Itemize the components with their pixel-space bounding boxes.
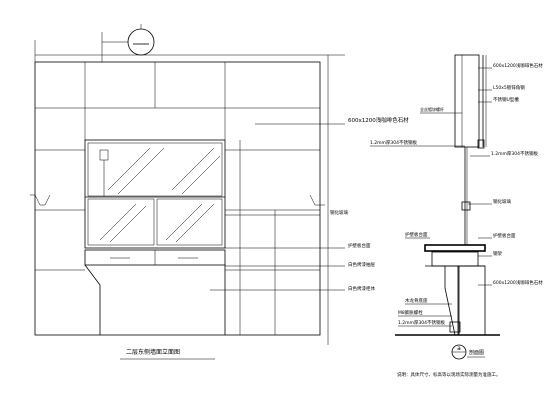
elevation-view: 600x1200浅咖啡色石材 钢化玻璃 护壁板台面 白色烤漆抽屉 白色烤漆柜体 … bbox=[30, 24, 409, 360]
section-title: 剖面图 bbox=[469, 349, 484, 356]
wall-outline bbox=[34, 61, 321, 336]
lower-glass-panel-right bbox=[156, 198, 223, 246]
label-stone-panel: 600x1200浅咖啡色石材 bbox=[348, 116, 409, 124]
sec-label-plate-top-right: 1.2mm厚304不锈钢板 bbox=[491, 150, 539, 157]
lower-glass-panel-left bbox=[87, 198, 155, 246]
drawer-section bbox=[431, 251, 479, 267]
label-apron: 护壁板台面 bbox=[348, 242, 371, 249]
display-cabinet bbox=[84, 139, 226, 249]
label-glass: 钢化玻璃 bbox=[330, 209, 348, 216]
section-leaders bbox=[370, 67, 492, 327]
section-view: 600x1200浅咖啡色石材 L50x5镀锌角钢 不锈钢U型槽 全丝镀锌螺杆 1… bbox=[370, 54, 543, 378]
section-marker-letter: a bbox=[457, 345, 461, 352]
sec-label-plate-top: 1.2mm厚304不锈钢板 bbox=[370, 139, 418, 146]
upper-glass-panel bbox=[87, 142, 223, 197]
section-note: 说明：具体尺寸、标高等以现场实际测量为准施工。 bbox=[397, 371, 501, 378]
sec-label-stone: 600x1200浅咖啡色石材 bbox=[493, 62, 543, 69]
sec-label-bolt: M8膨胀螺栓 bbox=[398, 309, 423, 316]
angle-steel-detail bbox=[477, 139, 485, 149]
sec-label-apron-left: 护壁板台面 bbox=[405, 231, 428, 238]
sec-label-stone-low: 600x1200浅咖啡色石材 bbox=[493, 279, 543, 286]
cabinet-base-section bbox=[444, 266, 456, 336]
sec-label-steel-frame: 钢架 bbox=[493, 250, 502, 257]
glass-clip bbox=[461, 201, 471, 211]
stone-panel-grid bbox=[35, 62, 320, 335]
countertop bbox=[424, 244, 486, 252]
sec-label-angle: L50x5镀锌角钢 bbox=[493, 84, 525, 91]
section-wall-lower bbox=[458, 265, 486, 336]
section-wall-upper bbox=[454, 54, 480, 148]
sec-label-apron-right: 护壁板台面 bbox=[493, 232, 516, 239]
sec-label-glass-clip: 钢化玻璃 bbox=[493, 198, 511, 205]
sec-label-wood-base: 木龙骨底座 bbox=[405, 297, 428, 304]
section-title-marker: a 剖面图 bbox=[451, 344, 485, 360]
section-marker bbox=[102, 24, 155, 56]
cabinet-base-left bbox=[84, 264, 101, 335]
cabinet-fixing bbox=[99, 149, 109, 161]
elevation-title: 二层东侧墙面立面图 bbox=[126, 348, 180, 356]
label-drawer: 白色烤漆抽屉 bbox=[348, 261, 375, 268]
label-cabinet: 白色烤漆柜体 bbox=[348, 285, 375, 292]
sec-label-channel: 不锈钢U型槽 bbox=[493, 96, 519, 103]
sec-label-plate-low: 1.2mm厚304不锈钢板 bbox=[398, 319, 446, 326]
elevation-leaders bbox=[210, 123, 345, 291]
break-symbols bbox=[30, 194, 325, 206]
base-fixing bbox=[449, 321, 461, 333]
glass-reflections bbox=[99, 147, 221, 243]
sec-label-fixing: 全丝镀锌螺杆 bbox=[420, 106, 444, 112]
